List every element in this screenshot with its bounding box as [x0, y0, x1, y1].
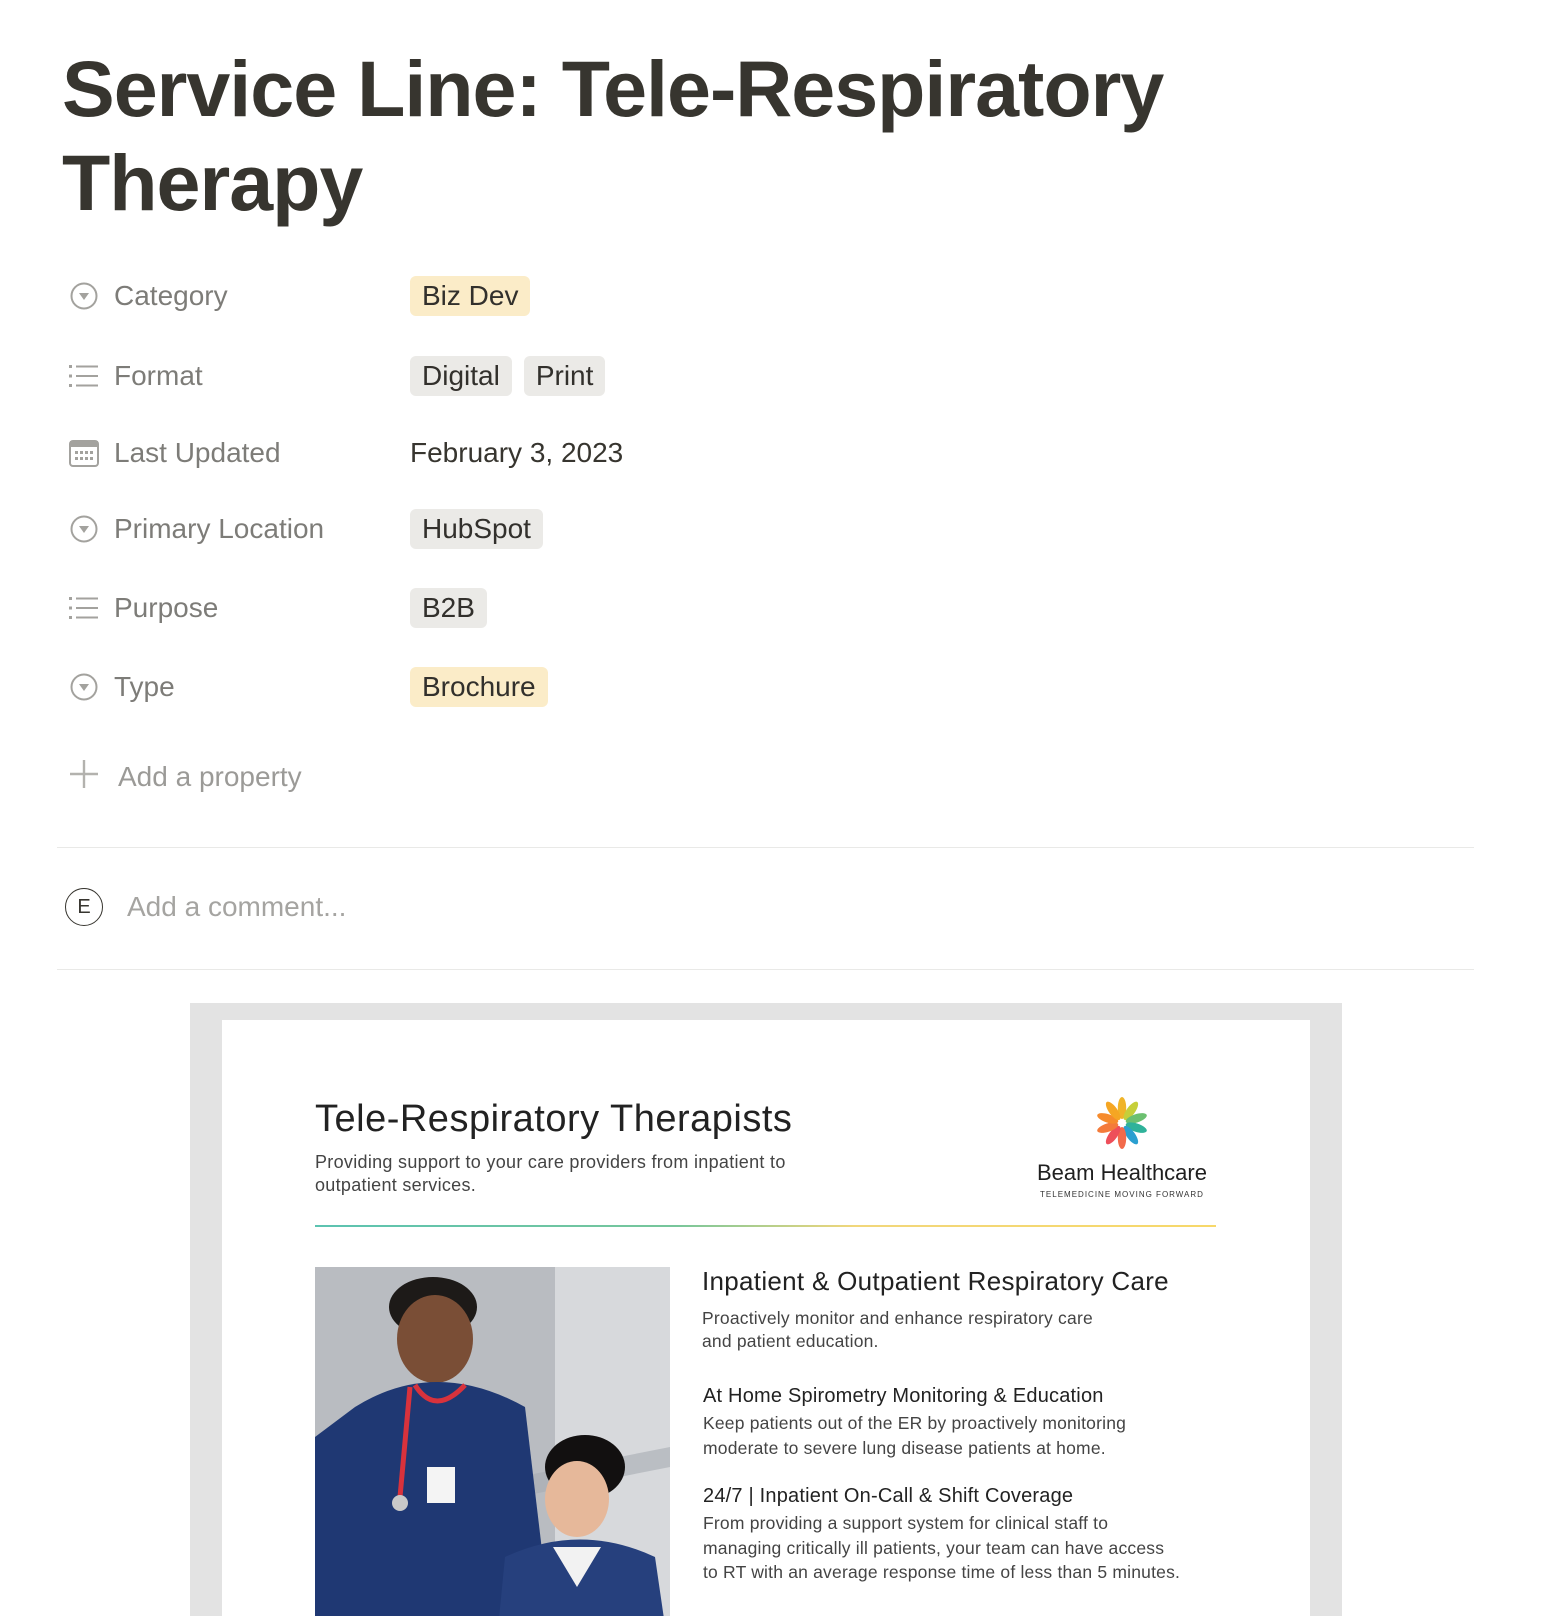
flower-logo-icon	[1094, 1097, 1150, 1155]
tag-digital[interactable]: Digital	[410, 356, 512, 396]
brochure-embed[interactable]: Tele-Respiratory Therapists Providing su…	[190, 1003, 1342, 1616]
property-label: Category	[114, 280, 228, 311]
property-label: Format	[114, 360, 203, 391]
list-icon	[66, 358, 102, 394]
select-icon	[66, 278, 102, 314]
brochure-page: Tele-Respiratory Therapists Providing su…	[222, 1020, 1310, 1616]
brochure-logo: Beam Healthcare TELEMEDICINE MOVING FORW…	[1022, 1095, 1222, 1199]
list-icon	[66, 590, 102, 626]
subsection-body: Keep patients out of the ER by proactive…	[703, 1413, 1127, 1458]
property-format[interactable]: Format Digital Print	[62, 353, 1442, 399]
section-heading: Inpatient & Outpatient Respiratory Care	[702, 1266, 1169, 1296]
avatar: E	[65, 888, 103, 926]
add-property-button[interactable]: Add a property	[68, 758, 302, 795]
property-purpose[interactable]: Purpose B2B	[62, 585, 1442, 631]
tag-brochure[interactable]: Brochure	[410, 667, 548, 707]
tag-print[interactable]: Print	[523, 356, 606, 396]
brochure-photo	[315, 1267, 670, 1616]
logo-name: Beam Healthcare	[1037, 1160, 1207, 1185]
comment-bar: E	[65, 888, 827, 926]
page-title[interactable]: Service Line: Tele-Respiratory Therapy	[62, 44, 1164, 227]
property-type[interactable]: Type Brochure	[62, 664, 1442, 710]
property-value[interactable]: Biz Dev	[410, 276, 531, 316]
property-value[interactable]: Digital Print	[410, 356, 606, 396]
property-value[interactable]: Brochure	[410, 667, 548, 707]
select-icon	[66, 669, 102, 705]
tag-hubspot[interactable]: HubSpot	[410, 509, 543, 549]
property-category[interactable]: Category Biz Dev	[62, 273, 1442, 319]
logo-tagline: TELEMEDICINE MOVING FORWARD	[1040, 1190, 1204, 1199]
property-value[interactable]: February 3, 2023	[410, 437, 623, 469]
comment-input[interactable]	[127, 891, 827, 923]
divider	[57, 847, 1474, 848]
property-last-updated[interactable]: Last Updated February 3, 2023	[62, 430, 1442, 476]
property-label: Purpose	[114, 592, 219, 623]
date-value[interactable]: February 3, 2023	[410, 437, 624, 468]
select-icon	[66, 511, 102, 547]
tag-b2b[interactable]: B2B	[410, 588, 487, 628]
subsection-body: From providing a support system for clin…	[703, 1513, 1181, 1582]
plus-icon	[68, 758, 100, 795]
property-label: Last Updated	[114, 437, 281, 468]
brochure-subtitle: Providing support to your care providers…	[315, 1152, 786, 1195]
property-value[interactable]: HubSpot	[410, 509, 543, 549]
property-value[interactable]: B2B	[410, 588, 487, 628]
calendar-icon	[66, 435, 102, 471]
property-label: Type	[114, 671, 175, 702]
subsection-heading: At Home Spirometry Monitoring & Educatio…	[703, 1385, 1104, 1407]
property-label: Primary Location	[114, 513, 325, 544]
divider	[57, 969, 1474, 970]
property-primary-location[interactable]: Primary Location HubSpot	[62, 506, 1442, 552]
subsection-heading: 24/7 | Inpatient On-Call & Shift Coverag…	[703, 1485, 1074, 1507]
tag-biz-dev[interactable]: Biz Dev	[410, 276, 531, 316]
add-property-label: Add a property	[118, 760, 302, 792]
gradient-rule	[315, 1225, 1216, 1227]
section-intro: Proactively monitor and enhance respirat…	[702, 1308, 1093, 1351]
brochure-title: Tele-Respiratory Therapists	[315, 1098, 793, 1140]
